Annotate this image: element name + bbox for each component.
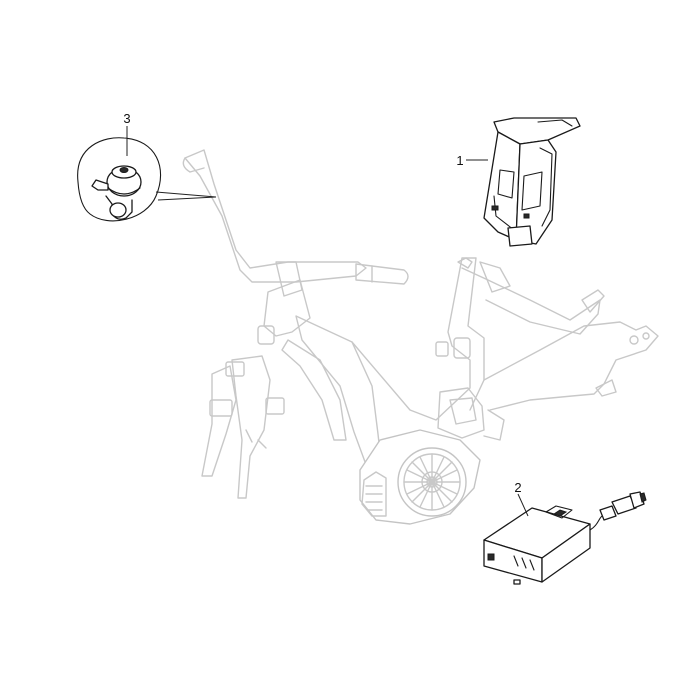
battery-part: 1 [456,117,581,247]
callout-number-2: 2 [514,480,521,495]
bicycle-frame [182,149,659,525]
charger-part: 2 [483,480,647,585]
bell-detail-callout: 3 [77,111,217,222]
bell-icon [91,165,142,220]
callout-number-3: 3 [123,111,130,126]
callout-number-1: 1 [456,153,463,168]
